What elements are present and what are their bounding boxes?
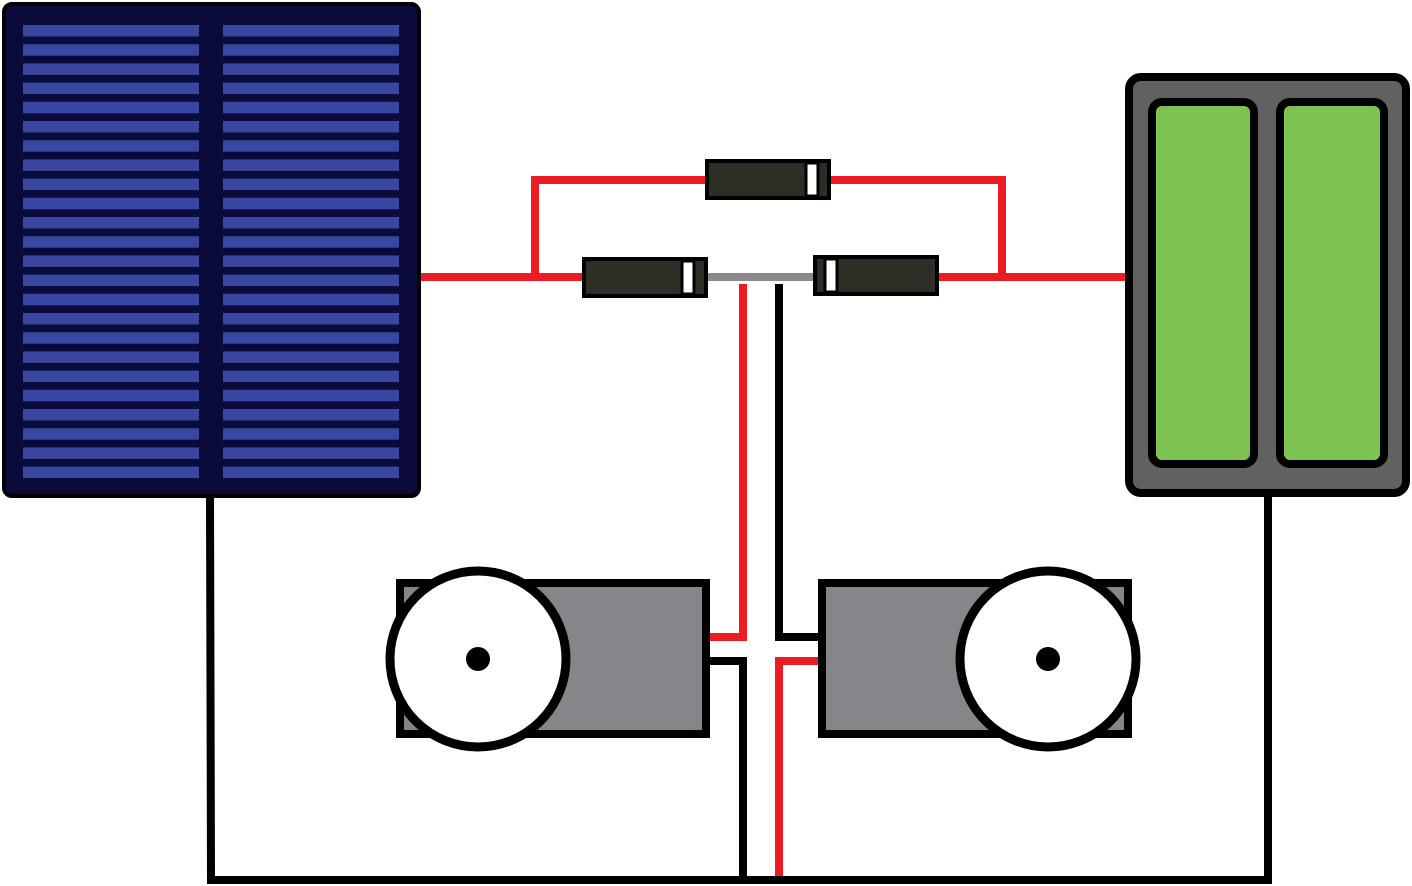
wires: [206, 176, 1272, 884]
solar-cell-strip: [23, 178, 199, 191]
solar-cell-strip: [23, 313, 199, 325]
solar-cell-strip: [223, 25, 399, 37]
solar-cell-strip: [23, 351, 199, 363]
motor-left-negative-wire: [706, 657, 747, 880]
solar-cell-strip: [223, 197, 399, 210]
solar-cell-strip: [223, 255, 399, 267]
solar-cell-strip: [23, 236, 199, 248]
battery-cell: [1276, 98, 1388, 468]
motor-right: [818, 566, 1141, 752]
solar-cell-strip: [223, 178, 399, 191]
solar-cell-strip: [23, 428, 199, 440]
solar-cell-strip: [223, 159, 399, 171]
solar-cell-strip: [23, 121, 199, 133]
diode-right: [813, 255, 939, 296]
diode-top: [705, 159, 831, 200]
solar-cell-strip: [223, 351, 399, 363]
solar-cell-strip: [23, 389, 199, 402]
solar-cell-strip: [223, 63, 399, 75]
motor-left-positive-wire: [706, 284, 747, 641]
solar-cell-strip: [223, 466, 399, 479]
solar-cell-strip: [223, 274, 399, 287]
solar-cell-strip: [23, 140, 199, 152]
solar-cell-strip: [23, 25, 199, 37]
solar-cell-strip: [223, 121, 399, 133]
solar-cell-strip: [23, 44, 199, 56]
solar-cell-strip: [23, 447, 199, 459]
diode-left: [582, 257, 708, 298]
solar-cell-strip: [223, 236, 399, 248]
solar-cell-strip: [23, 63, 199, 75]
solar-cell-strip: [223, 332, 399, 344]
solar-cell-strip: [223, 428, 399, 440]
solar-cell-strip: [23, 274, 199, 287]
solar-cell-strip: [223, 101, 399, 114]
solar-cell-strip: [23, 217, 199, 229]
solar-cell-strip: [223, 140, 399, 152]
solar-cell-strip: [223, 370, 399, 383]
motor-left: [385, 566, 710, 752]
solar-cell-strip: [223, 409, 399, 421]
motor-right-positive-wire: [775, 657, 822, 876]
solar-cell-strip: [223, 217, 399, 229]
solar-cell-strip: [23, 255, 199, 267]
solar-cell-strip: [23, 370, 199, 383]
battery-pack: [1125, 73, 1410, 497]
solar-cell-strip: [223, 313, 399, 325]
solar-cell-strip: [223, 447, 399, 459]
solar-cell-strip: [23, 101, 199, 114]
bypass-wire-right: [829, 176, 1006, 277]
solar-cell-strip: [23, 197, 199, 210]
solar-cell-strip: [23, 293, 199, 306]
solar-cell-strip: [223, 82, 399, 95]
solar-cell-strip: [23, 332, 199, 344]
solar-cell-strip: [223, 389, 399, 402]
bypass-wire: [531, 176, 707, 277]
solar-cell-strip: [23, 466, 199, 479]
solar-cell-strip: [23, 82, 199, 95]
solar-cell-strip: [23, 159, 199, 171]
solar-panel: [2, 2, 421, 498]
battery-cell: [1148, 98, 1258, 468]
motor-right-negative-wire: [775, 284, 822, 641]
motor-axle: [1036, 647, 1060, 671]
motor-axle: [466, 647, 490, 671]
solar-cell-strip: [223, 44, 399, 56]
solar-cell-strip: [23, 409, 199, 421]
solar-cell-strip: [223, 293, 399, 306]
